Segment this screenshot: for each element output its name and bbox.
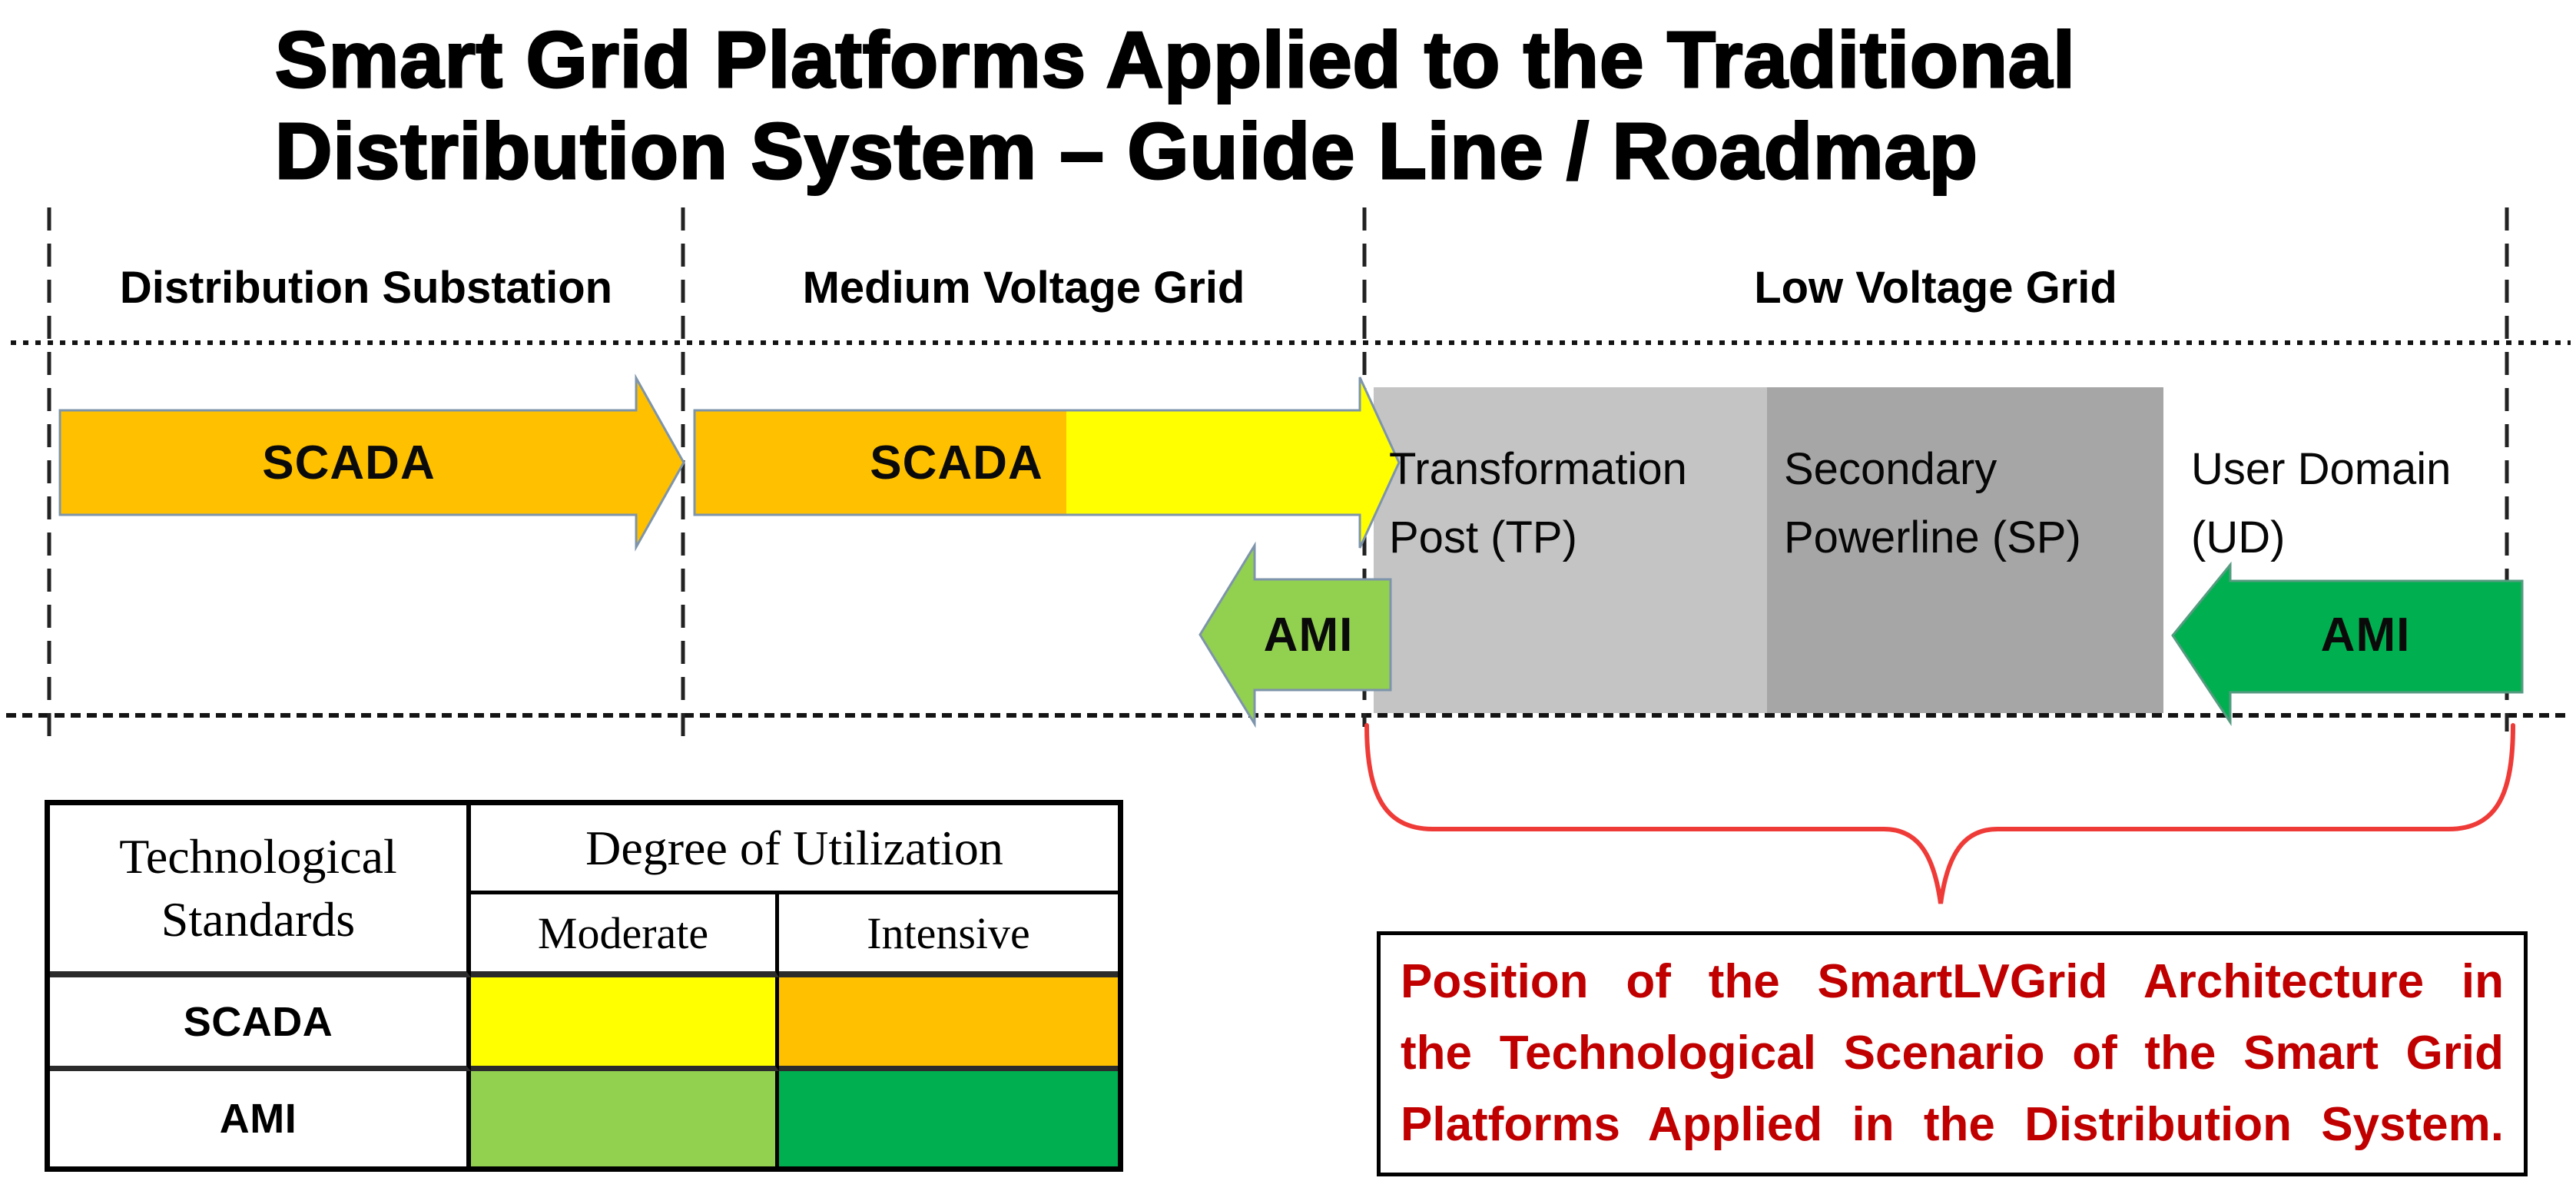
table-header-technological-standards: Technological Standards — [50, 805, 471, 977]
transformation-post-box — [1374, 387, 1767, 713]
ami-user-domain-arrow-label: AMI — [2320, 608, 2411, 662]
ami-user-domain-arrow — [2171, 561, 2524, 726]
smartlvgrid-brace — [1364, 723, 2515, 904]
user-domain-label: User Domain (UD) — [2191, 444, 2452, 562]
table-cell-scada-moderate — [471, 977, 779, 1071]
zone-header-medium-voltage-grid: Medium Voltage Grid — [802, 262, 1245, 313]
callout-line-1: Position of the SmartLVGrid Architecture… — [1401, 955, 2504, 1008]
table-cell-scada-intensive — [779, 977, 1118, 1071]
secondary-powerline-box — [1767, 387, 2163, 713]
table-header-degree-of-utilization: Degree of Utilization — [471, 805, 1118, 894]
ami-mv-arrow-label: AMI — [1263, 608, 1354, 662]
page-title-line2: Distribution System – Guide Line / Roadm… — [274, 106, 1979, 197]
scada-mv-arrow-outline — [693, 377, 1401, 549]
callout-line-3: Platforms Applied in the Distribution Sy… — [1401, 1098, 2504, 1151]
scada-mv-arrow-label: SCADA — [870, 436, 1043, 489]
ami-mv-arrow — [1198, 541, 1392, 728]
table-cell-ami-intensive — [779, 1071, 1118, 1166]
degree-of-utilization-table: Technological Standards Degree of Utiliz… — [45, 800, 1123, 1172]
table-row-ami-label: AMI — [50, 1071, 471, 1166]
page-title-line1: Smart Grid Platforms Applied to the Trad… — [274, 15, 2077, 105]
page-title: Smart Grid Platforms Applied to the Trad… — [274, 14, 2077, 197]
scada-substation-arrow — [58, 373, 685, 552]
zone-header-low-voltage-grid: Low Voltage Grid — [1754, 262, 2117, 313]
transformation-post-label: Transformation Post (TP) — [1389, 444, 1687, 562]
callout-line-2: the Technological Scenario of the Smart … — [1401, 1027, 2504, 1080]
scada-mv-arrow-yellow-part — [1066, 377, 1399, 548]
smartlvgrid-callout-box: Position of the SmartLVGrid Architecture… — [1377, 931, 2528, 1176]
table-row-scada-label: SCADA — [50, 977, 471, 1071]
scada-mv-arrow-orange-part — [695, 410, 1066, 515]
table-header-moderate: Moderate — [471, 894, 779, 977]
zone-header-distribution-substation: Distribution Substation — [119, 262, 613, 313]
table-header-intensive: Intensive — [779, 894, 1118, 977]
secondary-powerline-label: Secondary Powerline (SP) — [1784, 444, 2081, 562]
table-cell-ami-moderate — [471, 1071, 779, 1166]
scada-substation-arrow-label: SCADA — [262, 436, 436, 489]
